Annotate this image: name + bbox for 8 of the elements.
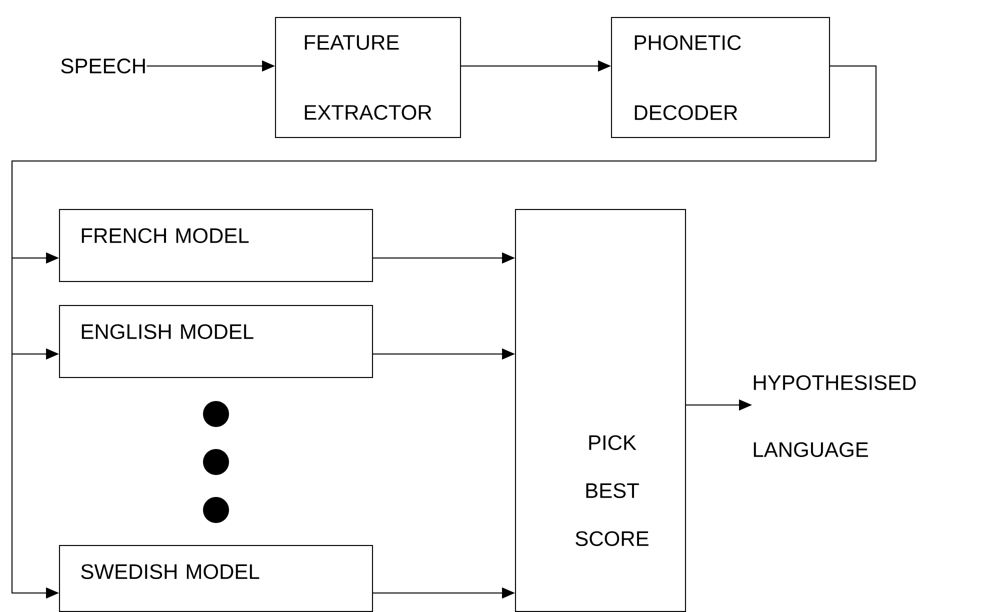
input-label: SPEECH <box>61 58 145 74</box>
output-label: HYPOTHESISED LANGUAGE <box>754 375 916 458</box>
process-box: SWEDISH MODEL <box>59 545 373 612</box>
process-box: ENGLISH MODEL <box>59 305 373 378</box>
process-box: PHONETIC DECODER <box>611 17 830 138</box>
process-box: FRENCH MODEL <box>59 209 373 282</box>
process-box: FEATURE EXTRACTOR <box>275 17 461 138</box>
process-box: PICK BEST SCORE <box>515 209 686 612</box>
